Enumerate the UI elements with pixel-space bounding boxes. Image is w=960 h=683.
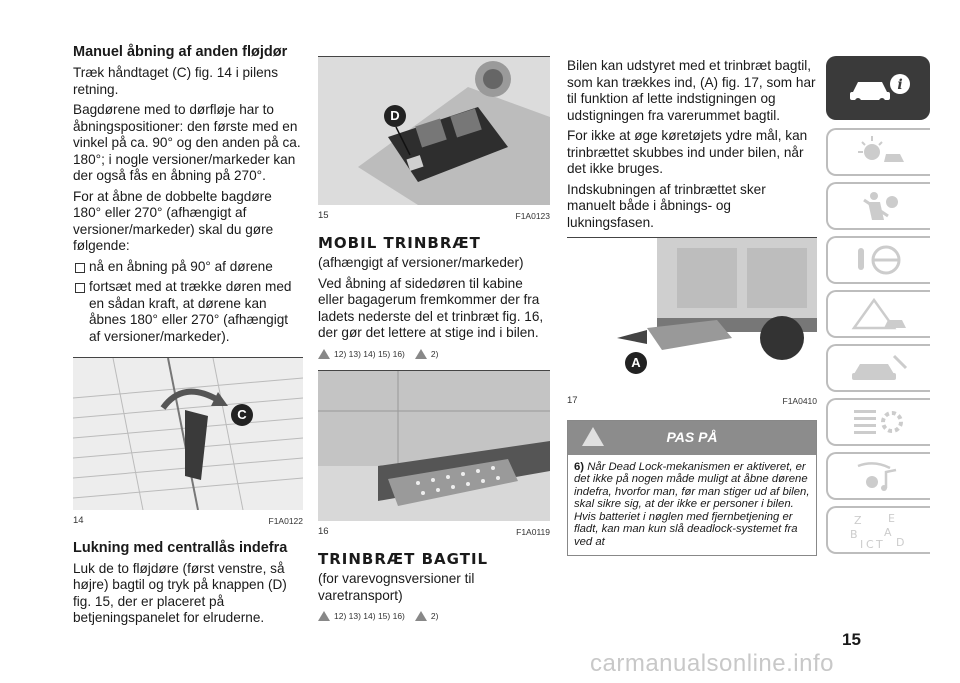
section-heading-mobile-step: MOBIL TRINBRÆT xyxy=(318,233,481,252)
paragraph: Luk de to fløjdøre (først venstre, så hø… xyxy=(73,560,287,626)
index-letter: D xyxy=(896,536,904,549)
paragraph: (for varevognsversioner til varetranspor… xyxy=(318,571,475,603)
warning-triangle-icon xyxy=(414,611,427,622)
chapter-tabs: i xyxy=(826,56,930,560)
index-letter: C xyxy=(866,538,874,550)
index-letter: B xyxy=(850,528,858,541)
rear-step-illustration xyxy=(567,238,817,390)
caution-number: 6) xyxy=(574,460,585,473)
airbag-icon xyxy=(863,192,898,220)
paragraph: Bagdørene med to dørfløje har to åbnings… xyxy=(73,102,301,183)
figure-caption-15: 15 F1A0123 xyxy=(318,208,550,225)
page-number: 15 xyxy=(842,630,861,649)
tab-maintenance[interactable] xyxy=(826,344,930,392)
tab-multimedia[interactable] xyxy=(826,452,930,500)
svg-text:i: i xyxy=(897,77,902,93)
warning-triangle-icon xyxy=(318,348,330,359)
warning-references: 12) 13) 14) 15) 16) 2) xyxy=(318,346,550,363)
tab-emergency[interactable] xyxy=(826,290,930,338)
index-letter: I xyxy=(860,538,863,550)
figure-number: 15 xyxy=(318,210,329,221)
door-handle-illustration xyxy=(73,358,303,510)
switch-panel-illustration xyxy=(318,57,550,205)
tab-driving[interactable] xyxy=(826,236,930,284)
figure-code: F1A0119 xyxy=(516,527,550,537)
section-heading-manual-opening: Manuel åbning af anden fløjdør xyxy=(73,44,288,60)
figure-code: F1A0122 xyxy=(268,516,304,526)
caution-body: 6) Når Dead Lock-mekanismen er aktiveret… xyxy=(568,455,816,555)
reference-numbers: 12) 13) 14) 15) 16) xyxy=(334,348,405,359)
tab-car-info[interactable]: i xyxy=(826,56,930,120)
figure-number: 16 xyxy=(318,526,329,537)
paragraph: For ikke at øge køretøjets ydre mål, kan… xyxy=(567,128,808,176)
figure-code: F1A0410 xyxy=(782,396,818,406)
side-step-illustration xyxy=(318,371,550,521)
tab-index[interactable]: Z E B A C T D I xyxy=(826,506,930,554)
tab-safety[interactable] xyxy=(826,182,930,230)
paragraph: (afhængigt af versioner/markeder) xyxy=(318,255,524,270)
index-letter: T xyxy=(875,538,883,550)
paragraph: Træk håndtaget (C) fig. 14 i pilens retn… xyxy=(73,65,279,97)
column-2: D 15 F1A0123 MOBIL TRINBRÆT (afhængigt a… xyxy=(318,56,550,633)
warning-road-icon xyxy=(851,297,906,330)
warning-triangle-icon xyxy=(318,611,330,622)
figure-15-window-switch-panel: D xyxy=(318,56,550,205)
caution-header: PAS PÅ xyxy=(568,420,816,455)
caution-box: PAS PÅ 6) Når Dead Lock-mekanismen er ak… xyxy=(567,419,817,556)
service-icon xyxy=(852,354,908,380)
bullet-item: fortsæt med at trække døren med en sådan… xyxy=(73,279,303,345)
caution-title: PAS PÅ xyxy=(666,429,718,446)
paragraph: Ved åbning af sidedøren til kabine eller… xyxy=(318,275,544,341)
media-icon xyxy=(857,462,897,491)
light-icon xyxy=(858,136,904,162)
index-letters-icon: Z E B A C T D I xyxy=(850,512,904,550)
figure-caption-14: 14 F1A0122 xyxy=(73,513,303,530)
figure-caption-17: 17 F1A0410 xyxy=(567,393,817,410)
specs-gear-icon xyxy=(854,410,903,434)
reference-numbers: 2) xyxy=(430,611,439,621)
reference-numbers: 12) 13) 14) 15) 16) xyxy=(334,611,405,621)
index-letter: Z xyxy=(854,514,862,527)
figure-code: F1A0123 xyxy=(515,211,551,221)
paragraph: Bilen kan udstyret med et trinbræt bagti… xyxy=(567,58,816,123)
figure-14-door-handle: C xyxy=(73,357,303,510)
section-heading-rear-step: TRINBRÆT BAGTIL xyxy=(318,549,489,568)
column-3: Bilen kan udstyret med et trinbræt bagti… xyxy=(567,58,817,556)
tab-lights[interactable] xyxy=(826,128,930,176)
index-letter: E xyxy=(888,512,895,525)
bullet-item: nå en åbning på 90° af dørene xyxy=(73,259,303,276)
paragraph: For at åbne de dobbelte bagdøre 180° ell… xyxy=(73,188,274,254)
warning-triangle-icon xyxy=(414,348,427,359)
car-info-icon: i xyxy=(850,74,910,104)
figure-marker-a: A xyxy=(625,352,647,374)
figure-marker-c: C xyxy=(231,404,253,426)
index-letter: A xyxy=(884,526,892,539)
figure-number: 14 xyxy=(73,515,84,526)
watermark: carmanualsonline.info xyxy=(590,650,834,677)
tab-technical-data[interactable] xyxy=(826,398,930,446)
section-heading-central-lock: Lukning med centrallås indefra xyxy=(73,539,288,556)
column-1: Manuel åbning af anden fløjdør Træk hånd… xyxy=(73,44,303,631)
figure-marker-d: D xyxy=(384,105,406,127)
steering-icon xyxy=(858,245,901,275)
figure-caption-16: 16 F1A0119 xyxy=(318,524,550,541)
figure-16-side-step xyxy=(318,370,550,521)
warning-triangle-icon xyxy=(582,426,604,446)
paragraph: Indskubningen af trinbrættet sker manuel… xyxy=(567,181,766,230)
warning-references: 12) 13) 14) 15) 16) 2) xyxy=(318,608,550,625)
reference-numbers: 2) xyxy=(430,348,439,359)
figure-number: 17 xyxy=(567,395,578,406)
caution-text: Når Dead Lock-mekanismen er aktiveret, e… xyxy=(574,460,810,549)
figure-17-rear-step: A xyxy=(567,237,817,390)
